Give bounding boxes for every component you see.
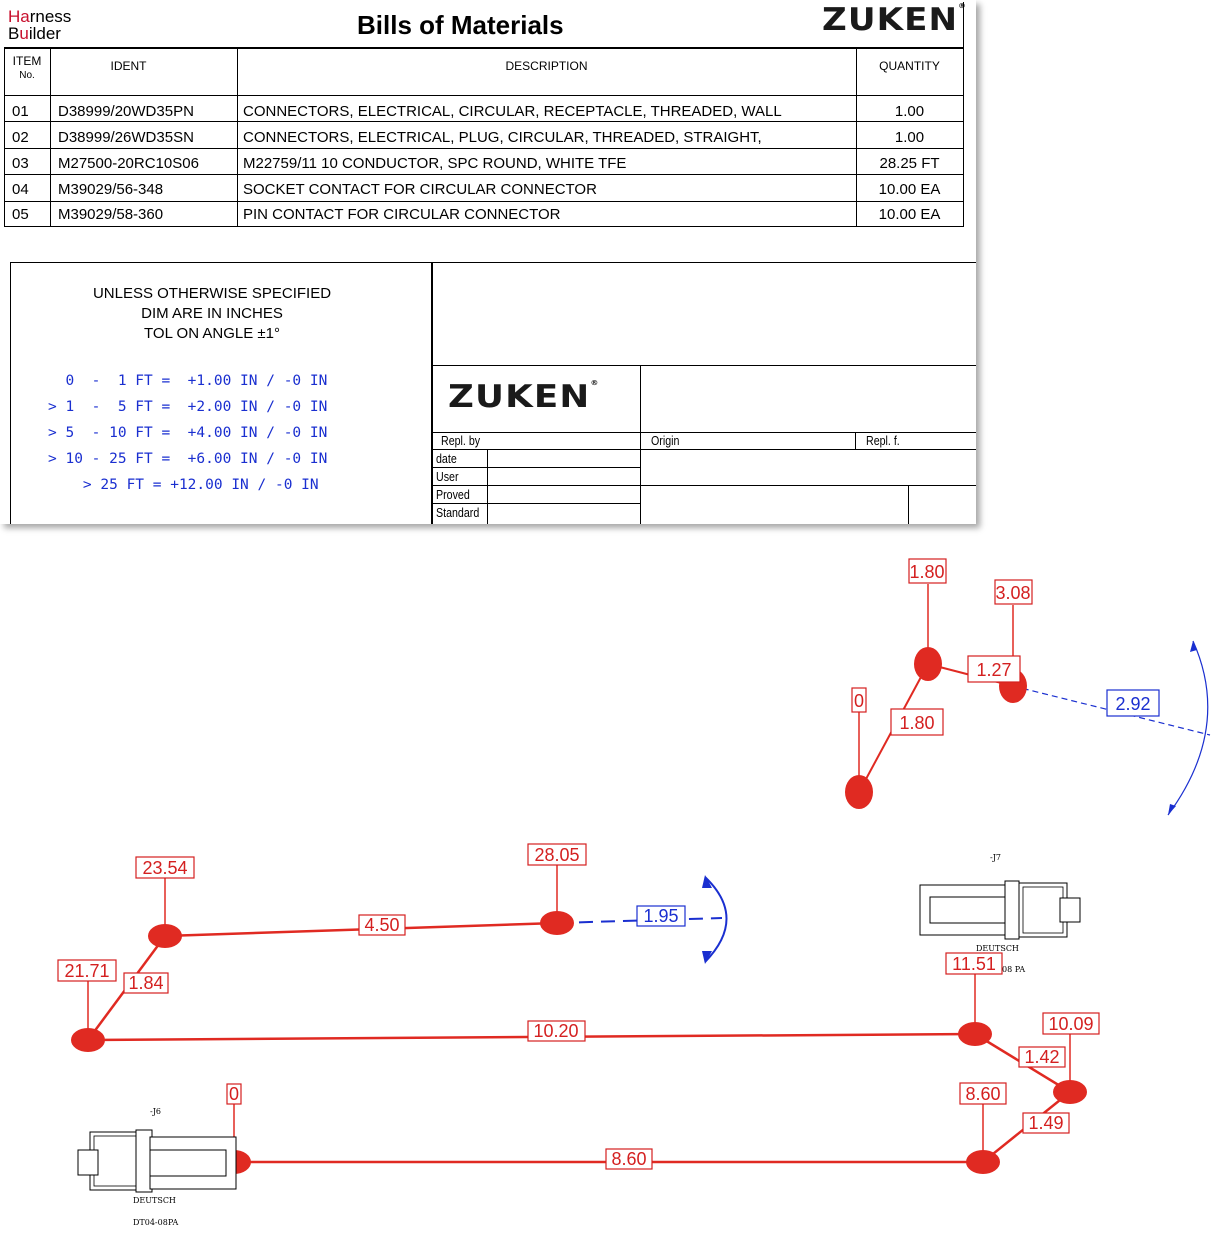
user-label: User	[436, 469, 459, 484]
tolerance-row: > 25 FT = +12.00 IN / -0 IN	[48, 477, 319, 493]
bom-sheet: Harness Builder Bills of Materials ZUKEN…	[0, 0, 976, 524]
tolerance-row: > 1 - 5 FT = +2.00 IN / -0 IN	[48, 399, 328, 415]
dim-label: 1.27	[976, 660, 1011, 680]
wire-node	[540, 911, 574, 935]
proved-label: Proved	[436, 487, 470, 502]
col-item: ITEM	[12, 54, 42, 68]
connector-j7: -J7 DEUTSCH 08 PA	[919, 853, 1081, 974]
wire-node	[958, 1022, 992, 1046]
angle-dim-label: 2.92	[1115, 694, 1150, 714]
segment-label: 1.49	[1028, 1113, 1063, 1133]
segment-label: 8.60	[611, 1149, 646, 1169]
upper-branch: 1.80 3.08 0 1.27 1.80 2.92	[845, 558, 1211, 816]
wire-node	[1053, 1080, 1087, 1104]
segment-label: 1.84	[128, 973, 163, 993]
dim-label: 8.60	[965, 1084, 1000, 1104]
col-quantity: QUANTITY	[879, 59, 940, 73]
svg-text:DEUTSCH: DEUTSCH	[976, 944, 1019, 953]
dim-label: 0	[854, 691, 864, 711]
dim-label: 11.51	[952, 954, 996, 974]
repl-by-label: Repl. by	[441, 433, 481, 448]
wire-node	[71, 1028, 105, 1052]
svg-text:DEUTSCH: DEUTSCH	[133, 1196, 176, 1205]
dim-label: 3.08	[995, 583, 1030, 603]
segment-label: 10.20	[533, 1021, 578, 1041]
wire-node	[148, 924, 182, 948]
angle-arc	[704, 876, 728, 963]
dim-label: 28.05	[534, 845, 579, 865]
svg-text:DT04-08PA: DT04-08PA	[133, 1218, 178, 1227]
wire-node	[966, 1150, 1000, 1174]
dim-label: 10.09	[1048, 1014, 1093, 1034]
col-item-no: No.	[19, 70, 35, 81]
svg-text:-J6: -J6	[150, 1107, 161, 1116]
standard-label: Standard	[436, 505, 480, 520]
dim-label: 1.80	[899, 713, 934, 733]
connector-j6: -J6 DEUTSCH DT04-08PA	[77, 1107, 237, 1227]
tolerance-row: > 5 - 10 FT = +4.00 IN / -0 IN	[48, 425, 328, 441]
angle-dim-label: 1.95	[643, 906, 678, 926]
dim-label: 0	[229, 1084, 239, 1104]
wire-node	[914, 647, 942, 681]
col-ident: IDENT	[110, 59, 147, 73]
origin-label: Origin	[651, 433, 680, 448]
svg-text:08 PA: 08 PA	[1002, 965, 1025, 974]
harness-builder-logo: Harness Builder	[8, 7, 72, 43]
main-branch: 23.54 28.05 21.71 11.51 10.09 8.60 0 4.5…	[57, 843, 1100, 1174]
zuken-logo-titleblock: ZUKEN®	[448, 379, 600, 415]
bom-title: Bills of Materials	[357, 10, 564, 40]
tolerance-row: 0 - 1 FT = +1.00 IN / -0 IN	[48, 373, 328, 389]
dim-label: 1.80	[909, 562, 944, 582]
dim-label: 23.54	[142, 858, 187, 878]
date-label: date	[436, 451, 457, 466]
repl-f-label: Repl. f.	[866, 433, 900, 448]
col-description: DESCRIPTION	[505, 59, 588, 73]
segment-label: 1.42	[1024, 1047, 1059, 1067]
dim-label: 21.71	[64, 961, 109, 981]
svg-text:-J7: -J7	[990, 853, 1001, 862]
zuken-logo-top: ZUKEN®	[822, 2, 966, 38]
tolerance-row: > 10 - 25 FT = +6.00 IN / -0 IN	[48, 451, 328, 467]
wire-node	[845, 775, 873, 809]
segment-label: 4.50	[364, 915, 399, 935]
angle-arc	[1167, 640, 1209, 816]
